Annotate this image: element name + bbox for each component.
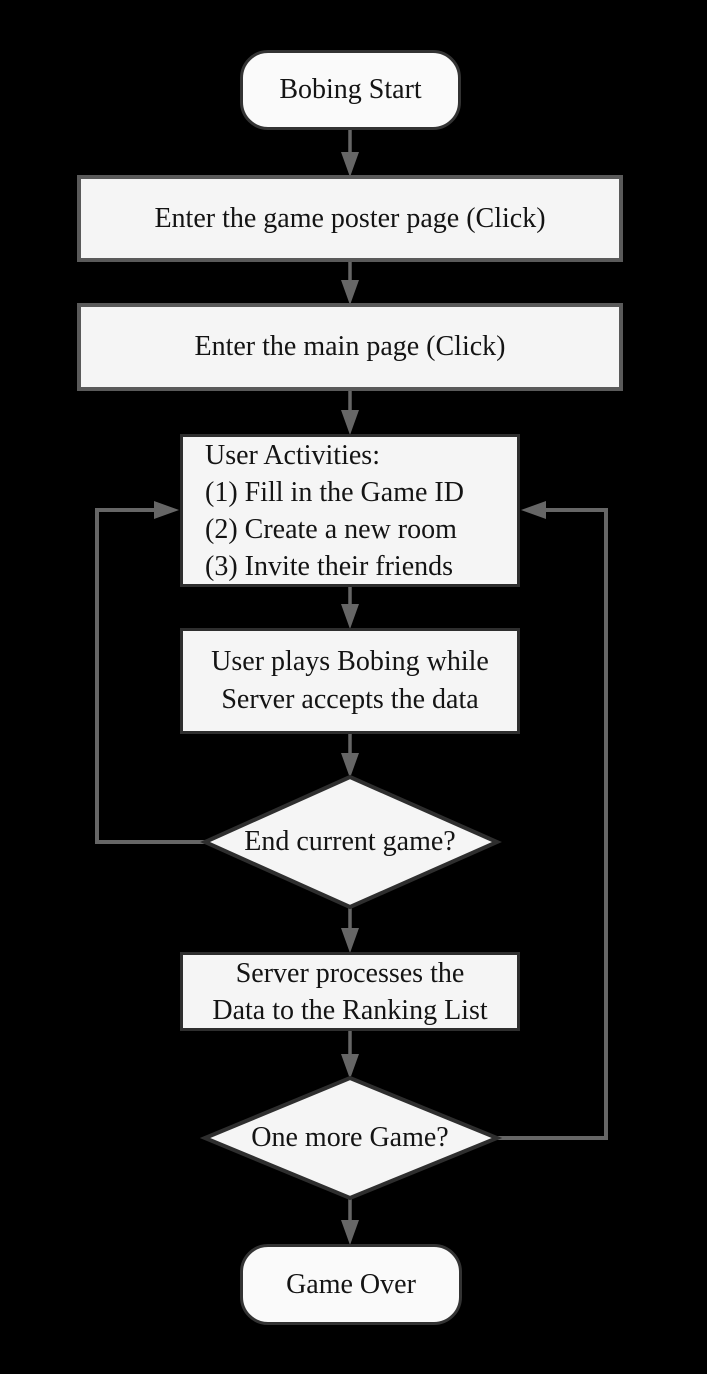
edge-start-to-poster	[341, 130, 359, 177]
edge-loop-onemore-to-activities	[497, 501, 608, 1140]
start-node-label: Bobing Start	[279, 74, 422, 105]
process-main-page: Enter the main page (Click)	[77, 303, 623, 391]
decision-end-current-game-shape	[200, 774, 502, 910]
decision-end-current-game-label: End current game?	[244, 826, 456, 857]
process-play-line-2: Server accepts the data	[221, 684, 479, 715]
end-node: Game Over	[240, 1244, 462, 1325]
process-poster-page: Enter the game poster page (Click)	[77, 175, 623, 262]
decision-one-more-game-label: One more Game?	[251, 1122, 449, 1153]
edge-ranking-to-onemore	[341, 1031, 359, 1079]
decision-one-more-game-shape	[199, 1075, 503, 1201]
start-node: Bobing Start	[240, 50, 461, 130]
edge-main-to-activities	[341, 391, 359, 435]
process-main-page-label: Enter the main page (Click)	[194, 331, 506, 362]
process-ranking-line-1: Server processes the	[235, 957, 465, 989]
user-activities-line-1: (1) Fill in the Game ID	[205, 476, 464, 508]
process-user-activities: User Activities: (1) Fill in the Game ID…	[180, 434, 520, 587]
edge-play-to-endgame	[341, 734, 359, 778]
process-play: User plays Bobing while Server accepts t…	[180, 628, 520, 734]
edge-poster-to-main	[341, 262, 359, 305]
process-ranking-line-2: Data to the Ranking List	[212, 994, 488, 1026]
user-activities-line-3: (3) Invite their friends	[205, 550, 454, 582]
edge-endgame-to-ranking	[341, 908, 359, 953]
end-node-label: Game Over	[286, 1268, 416, 1300]
process-ranking: Server processes the Data to the Ranking…	[180, 952, 520, 1031]
process-play-line-1: User plays Bobing while	[211, 646, 489, 677]
user-activities-line-2: (2) Create a new room	[205, 513, 457, 545]
edge-loop-endgame-to-activities	[95, 501, 205, 844]
user-activities-line-title: User Activities:	[205, 439, 380, 471]
edge-onemore-to-gameover	[341, 1199, 359, 1245]
edge-activities-to-play	[341, 587, 359, 629]
process-poster-page-label: Enter the game poster page (Click)	[154, 202, 546, 234]
